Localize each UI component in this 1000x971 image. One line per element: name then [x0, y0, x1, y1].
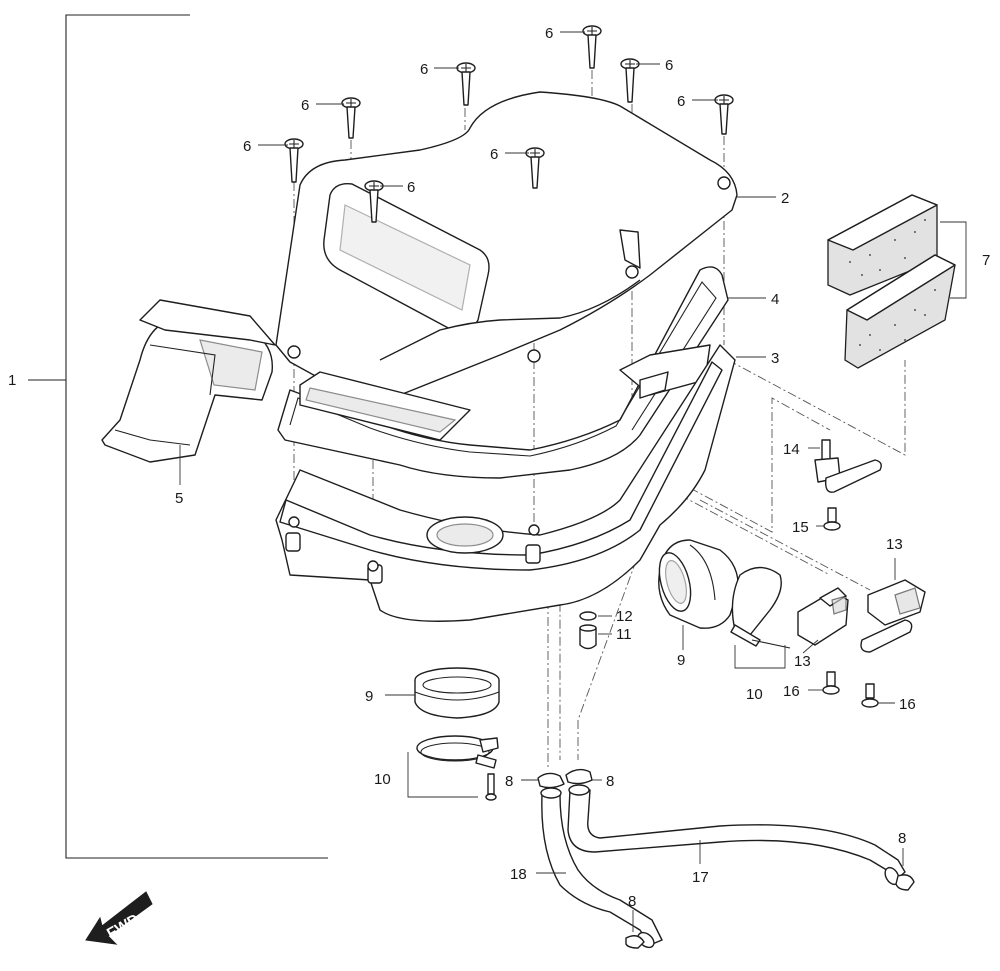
callout-6b: 6 — [301, 97, 309, 114]
callout-17: 17 — [692, 869, 709, 886]
callout-6f: 6 — [677, 93, 685, 110]
leader-lines — [179, 31, 904, 932]
screw-6e — [620, 58, 640, 103]
foam-elements — [827, 194, 967, 369]
air-cleaner-cover — [275, 91, 738, 401]
callout-13a: 13 — [886, 536, 903, 553]
drain-bracket — [814, 439, 882, 531]
callout-16b: 16 — [899, 696, 916, 713]
callout-8c: 8 — [898, 830, 906, 847]
callout-4: 4 — [771, 291, 779, 308]
drain-plug — [579, 611, 597, 650]
callout-8a: 8 — [505, 773, 513, 790]
screw-6a — [284, 138, 304, 183]
cover-gasket — [277, 266, 729, 479]
screw-6c — [456, 62, 476, 106]
callout-16a: 16 — [783, 683, 800, 700]
callout-6e: 6 — [665, 57, 673, 74]
callout-10a: 10 — [374, 771, 391, 788]
callout-8b: 8 — [606, 773, 614, 790]
callout-8d: 8 — [628, 893, 636, 910]
screw-6d — [582, 25, 602, 69]
callout-10b: 10 — [746, 686, 763, 703]
callout-6d: 6 — [545, 25, 553, 42]
screw-6h — [364, 180, 384, 223]
callout-6c: 6 — [420, 61, 428, 78]
callout-11: 11 — [616, 626, 632, 643]
callout-18: 18 — [510, 866, 527, 883]
fwd-arrow: FWD — [85, 891, 153, 945]
callout-7: 7 — [982, 252, 990, 269]
callout-2: 2 — [781, 190, 789, 207]
inlet-duct — [101, 299, 276, 463]
callout-6h: 6 — [407, 179, 415, 196]
callout-6g: 6 — [490, 146, 498, 163]
hose-clips — [537, 768, 915, 949]
callout-1: 1 — [8, 372, 16, 389]
callout-13b: 13 — [794, 653, 811, 670]
callout-5: 5 — [175, 490, 183, 507]
hoses — [540, 784, 906, 949]
callout-3: 3 — [771, 350, 779, 367]
sensors — [797, 579, 926, 708]
screw-6f — [714, 94, 734, 135]
screw-6b — [341, 97, 361, 139]
callout-9b: 9 — [677, 652, 685, 669]
callout-14: 14 — [783, 441, 800, 458]
callout-15: 15 — [792, 519, 809, 536]
callout-6a: 6 — [243, 138, 251, 155]
air-cleaner-case — [275, 344, 736, 622]
callout-numbers: 1 2 3 4 5 6 6 6 6 6 6 6 6 7 8 8 8 8 9 9 … — [8, 25, 990, 910]
assembly-bracket — [28, 14, 328, 859]
callout-12: 12 — [616, 608, 633, 625]
joints-and-clamps — [407, 539, 791, 801]
callout-9a: 9 — [365, 688, 373, 705]
